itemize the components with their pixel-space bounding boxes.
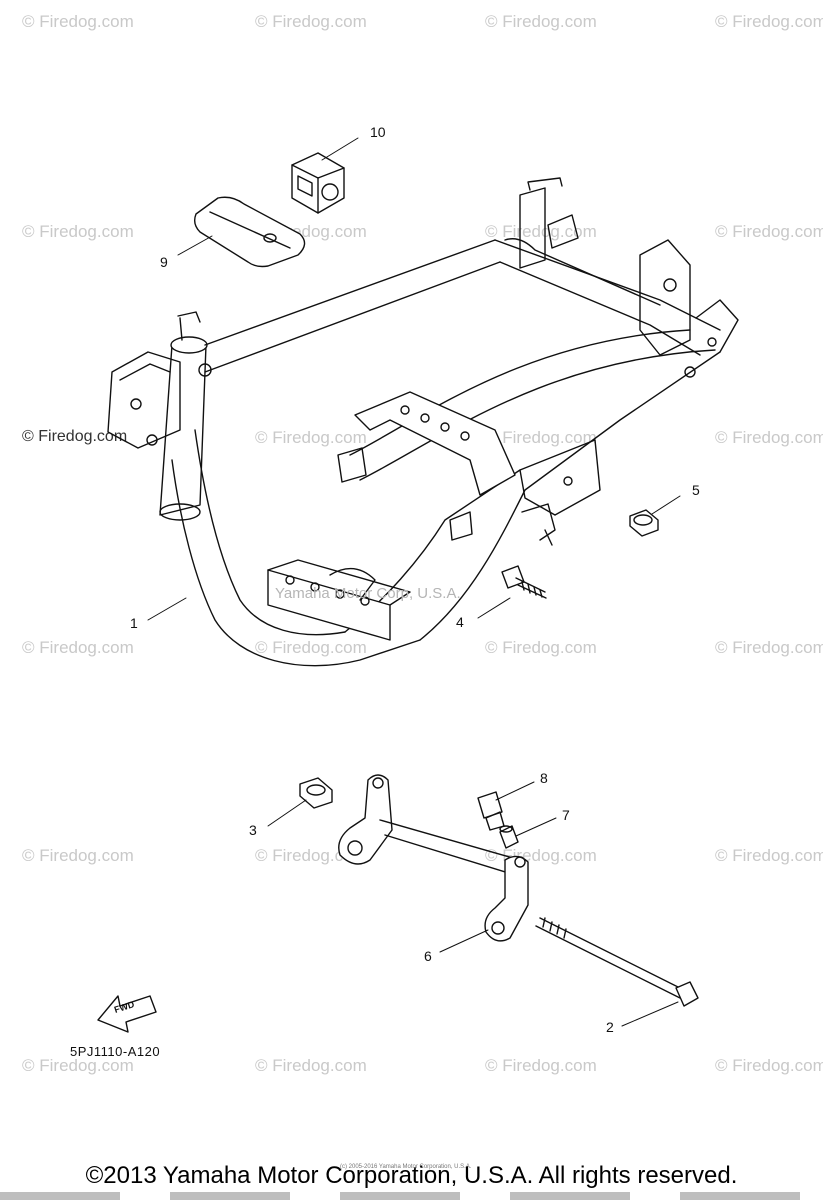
part-6-main-stand <box>338 774 529 942</box>
watermark: © Firedog.com <box>255 12 367 31</box>
watermark: © Firedog.com <box>22 428 128 445</box>
copyright-notice: ©2013 Yamaha Motor Corporation, U.S.A. A… <box>85 1162 738 1189</box>
tiny-print: (c) 2005-2016 Yamaha Motor Corporation, … <box>340 1164 472 1170</box>
callout-6: 6 <box>424 948 432 964</box>
callout-9: 9 <box>160 254 168 270</box>
center-watermark: Yamaha Motor Corp, U.S.A. <box>275 585 461 602</box>
callout-7: 7 <box>562 807 570 823</box>
part-4-bolt <box>501 565 547 599</box>
watermark: © Firedog.com <box>22 12 134 31</box>
callout-1: 1 <box>130 615 138 631</box>
watermark: © Firedog.com <box>485 222 597 241</box>
watermark: © Firedog.com <box>485 1056 597 1075</box>
watermark: © Firedog.com <box>715 222 823 241</box>
part-1-frame <box>107 177 739 667</box>
watermark: © Firedog.com <box>255 428 367 447</box>
callout-5: 5 <box>692 482 700 498</box>
watermark: © Firedog.com <box>22 846 134 865</box>
callout-3: 3 <box>249 822 257 838</box>
callout-10: 10 <box>370 124 386 140</box>
leader-lines <box>147 137 681 1027</box>
watermark: © Firedog.com <box>22 638 134 657</box>
watermark: © Firedog.com <box>22 1056 134 1075</box>
callout-2: 2 <box>606 1019 614 1035</box>
watermark: © Firedog.com <box>715 1056 823 1075</box>
watermark: © Firedog.com <box>485 12 597 31</box>
part-5-nut <box>629 509 659 537</box>
watermark: © Firedog.com <box>715 428 823 447</box>
callout-8: 8 <box>540 770 548 786</box>
part-7-bushing <box>499 825 519 849</box>
watermark: © Firedog.com <box>485 638 597 657</box>
watermark: © Firedog.com <box>715 638 823 657</box>
part-8-collar <box>477 791 505 831</box>
bottom-strip <box>0 1192 823 1200</box>
watermark: © Firedog.com <box>255 638 367 657</box>
callout-4: 4 <box>456 614 464 630</box>
part-10-cushion <box>291 152 345 214</box>
part-9-plate <box>193 196 306 268</box>
watermark: © Firedog.com <box>22 222 134 241</box>
part-3-nut <box>299 777 333 809</box>
fwd-arrow-icon <box>97 995 157 1033</box>
watermark: © Firedog.com <box>715 12 823 31</box>
part-2-shaft <box>535 917 699 1007</box>
watermark: © Firedog.com <box>255 1056 367 1075</box>
watermark: © Firedog.com <box>715 846 823 865</box>
watermark: © Firedog.com <box>485 428 597 447</box>
diagram-code: 5PJ1110-A120 <box>70 1044 161 1059</box>
